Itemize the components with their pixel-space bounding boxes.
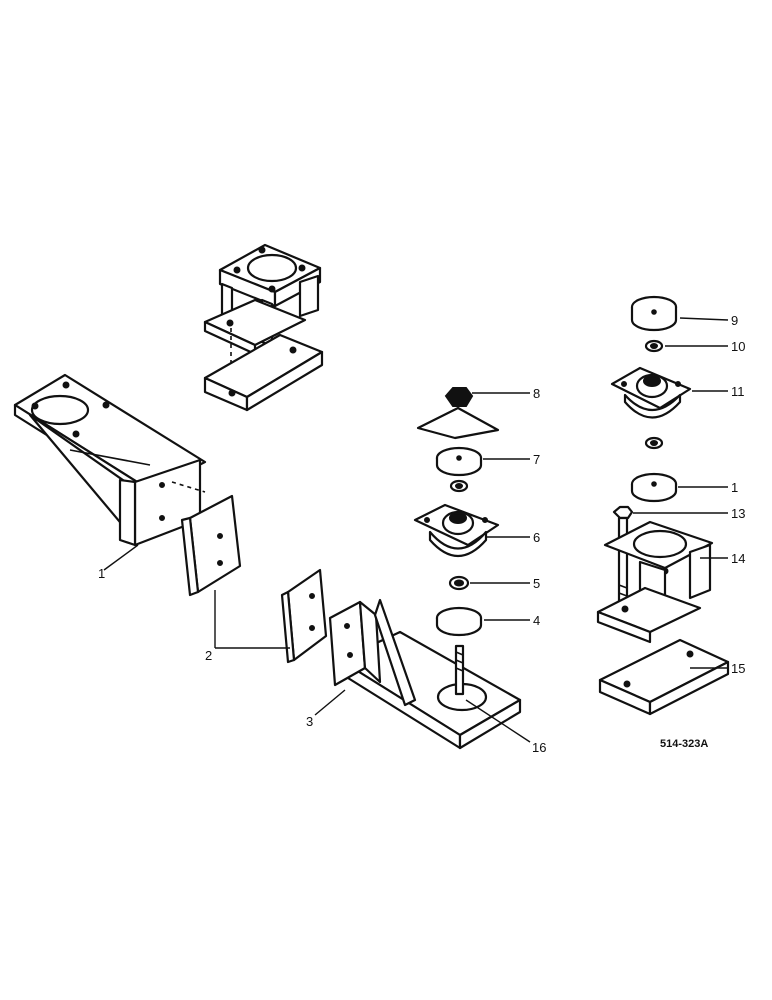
label-10: 10 (731, 339, 745, 354)
left-mounting-bracket (13, 373, 207, 547)
label-9: 9 (731, 313, 738, 328)
leader-lines (103, 317, 729, 743)
label-4: 4 (533, 613, 540, 628)
label-8: 8 (533, 386, 540, 401)
callout-labels: 1 2 3 4 5 6 7 8 16 9 10 11 1 13 14 15 51… (98, 313, 745, 755)
label-14: 14 (731, 551, 745, 566)
label-11: 11 (731, 384, 745, 399)
label-13: 13 (731, 506, 745, 521)
label-6: 6 (533, 530, 540, 545)
label-15: 15 (731, 661, 745, 676)
label-2: 2 (205, 648, 212, 663)
upper-bracket-assembly (203, 243, 324, 412)
label-3: 3 (306, 714, 313, 729)
label-1-right: 1 (731, 480, 738, 495)
center-mounting-bracket (328, 598, 522, 750)
shim-plates (180, 494, 328, 664)
reference-code: 514-323A (660, 738, 708, 750)
label-16: 16 (532, 740, 546, 755)
label-7: 7 (533, 452, 540, 467)
right-mount-stack (596, 295, 730, 716)
center-mount-stack (413, 387, 500, 696)
label-5: 5 (533, 576, 540, 591)
label-1-left: 1 (98, 566, 105, 581)
